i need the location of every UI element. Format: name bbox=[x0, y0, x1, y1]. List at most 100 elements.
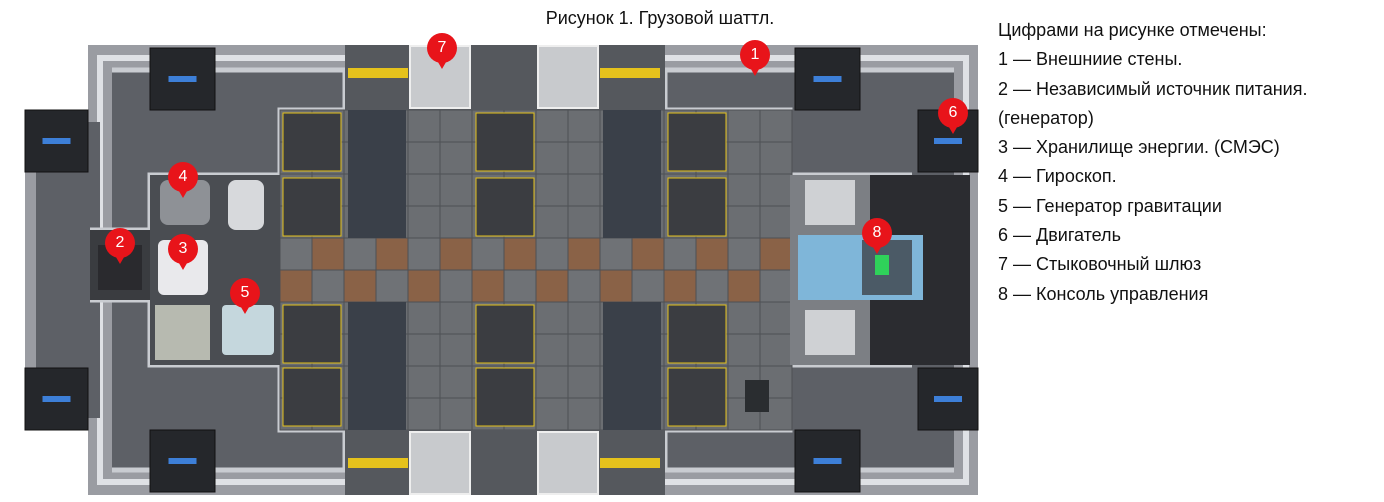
floor-tile bbox=[567, 333, 601, 367]
floor-tile bbox=[42, 396, 71, 402]
legend-item: 8 — Консоль управления bbox=[998, 283, 1209, 304]
legend-item: 4 — Гироскоп. bbox=[998, 166, 1117, 187]
floor-tile bbox=[667, 177, 727, 237]
floor-tile bbox=[759, 141, 793, 175]
floor-tile bbox=[663, 237, 697, 271]
floor-tile bbox=[439, 269, 473, 303]
floor-tile bbox=[759, 173, 793, 207]
floor-tile bbox=[667, 304, 727, 364]
marker-7: 7 bbox=[427, 33, 457, 71]
floor-tile bbox=[439, 205, 473, 239]
floor-tile bbox=[567, 269, 601, 303]
floor-tile bbox=[282, 367, 342, 427]
floor-tile bbox=[282, 112, 342, 172]
floor-tile bbox=[407, 397, 441, 431]
floor-tile bbox=[439, 109, 473, 143]
marker-5: 5 bbox=[230, 278, 260, 316]
floor-tile bbox=[667, 112, 727, 172]
floor-tile bbox=[567, 141, 601, 175]
marker-2: 2 bbox=[105, 228, 135, 266]
floor-tile bbox=[759, 109, 793, 143]
floor-tile bbox=[934, 138, 962, 144]
floor-tile bbox=[439, 397, 473, 431]
floor-tile bbox=[759, 205, 793, 239]
floor-tile bbox=[567, 397, 601, 431]
floor-tile bbox=[727, 109, 761, 143]
floor-tile bbox=[631, 269, 665, 303]
floor-tile bbox=[727, 269, 761, 303]
floor-tile bbox=[343, 269, 377, 303]
floor-tile bbox=[934, 396, 962, 402]
floor-tile bbox=[599, 237, 633, 271]
floor-tile bbox=[168, 458, 197, 464]
floor-tile bbox=[407, 205, 441, 239]
legend-item: 1 — Внешниие стены. bbox=[998, 49, 1183, 70]
floor-tile bbox=[407, 333, 441, 367]
marker-6: 6 bbox=[938, 98, 968, 136]
floor-tile bbox=[535, 269, 569, 303]
floor-tile bbox=[475, 112, 535, 172]
floor-tile bbox=[407, 141, 441, 175]
floor-tile bbox=[727, 205, 761, 239]
floor-tile bbox=[343, 237, 377, 271]
floor-tile bbox=[727, 141, 761, 175]
marker-1: 1 bbox=[740, 40, 770, 78]
floor-tile bbox=[535, 141, 569, 175]
floor-tile bbox=[503, 237, 537, 271]
floor-tile bbox=[282, 177, 342, 237]
floor-tile bbox=[475, 177, 535, 237]
floor-tile bbox=[599, 269, 633, 303]
marker-8: 8 bbox=[862, 218, 892, 256]
floor-tile bbox=[567, 301, 601, 335]
floor-tile bbox=[567, 109, 601, 143]
floor-tile bbox=[567, 237, 601, 271]
engines bbox=[24, 47, 979, 493]
gyroscope bbox=[160, 180, 210, 225]
floor-tile bbox=[439, 301, 473, 335]
legend-item: (генератор) bbox=[998, 107, 1094, 128]
floor-tile bbox=[535, 333, 569, 367]
floor-tile bbox=[348, 302, 406, 430]
marker-3: 3 bbox=[168, 234, 198, 272]
legend-item: 7 — Стыковочный шлюз bbox=[998, 254, 1202, 275]
figure-caption: Рисунок 1. Грузовой шаттл. bbox=[545, 8, 775, 28]
floor-tile bbox=[603, 110, 661, 238]
floor-tile bbox=[759, 269, 793, 303]
floor-tile bbox=[348, 110, 406, 238]
floor-tile bbox=[407, 365, 441, 399]
floor-tile bbox=[727, 173, 761, 207]
floor-tile bbox=[168, 76, 197, 82]
floor-tile bbox=[439, 141, 473, 175]
cargo-floor bbox=[279, 109, 793, 431]
floor-tile bbox=[375, 237, 409, 271]
marker-4: 4 bbox=[168, 162, 198, 200]
floor-tile bbox=[42, 138, 71, 144]
floor-tile bbox=[439, 365, 473, 399]
floor-tile bbox=[695, 237, 729, 271]
floor-tile bbox=[407, 269, 441, 303]
floor-tile bbox=[667, 367, 727, 427]
floor-tile bbox=[311, 269, 345, 303]
floor-tile bbox=[535, 301, 569, 335]
floor-tile bbox=[407, 173, 441, 207]
floor-tile bbox=[407, 301, 441, 335]
floor-tile bbox=[471, 269, 505, 303]
legend-heading: Цифрами на рисунке отмечены: bbox=[998, 20, 1267, 40]
floor-tile bbox=[535, 237, 569, 271]
floor-tile bbox=[727, 237, 761, 271]
floor-tile bbox=[475, 367, 535, 427]
floor-tile bbox=[695, 269, 729, 303]
floor-tile bbox=[503, 269, 537, 303]
floor-tile bbox=[279, 269, 313, 303]
floor-tile bbox=[603, 302, 661, 430]
floor-tile bbox=[439, 333, 473, 367]
floor-tile bbox=[567, 173, 601, 207]
floor-tile bbox=[759, 237, 793, 271]
floor-tile bbox=[471, 237, 505, 271]
legend-item: 3 — Хранилище энергии. (СМЭС) bbox=[998, 137, 1280, 158]
floor-tile bbox=[813, 76, 842, 82]
floor-tile bbox=[727, 301, 761, 335]
floor-tile bbox=[631, 237, 665, 271]
floor-tile bbox=[535, 173, 569, 207]
floor-tile bbox=[535, 365, 569, 399]
